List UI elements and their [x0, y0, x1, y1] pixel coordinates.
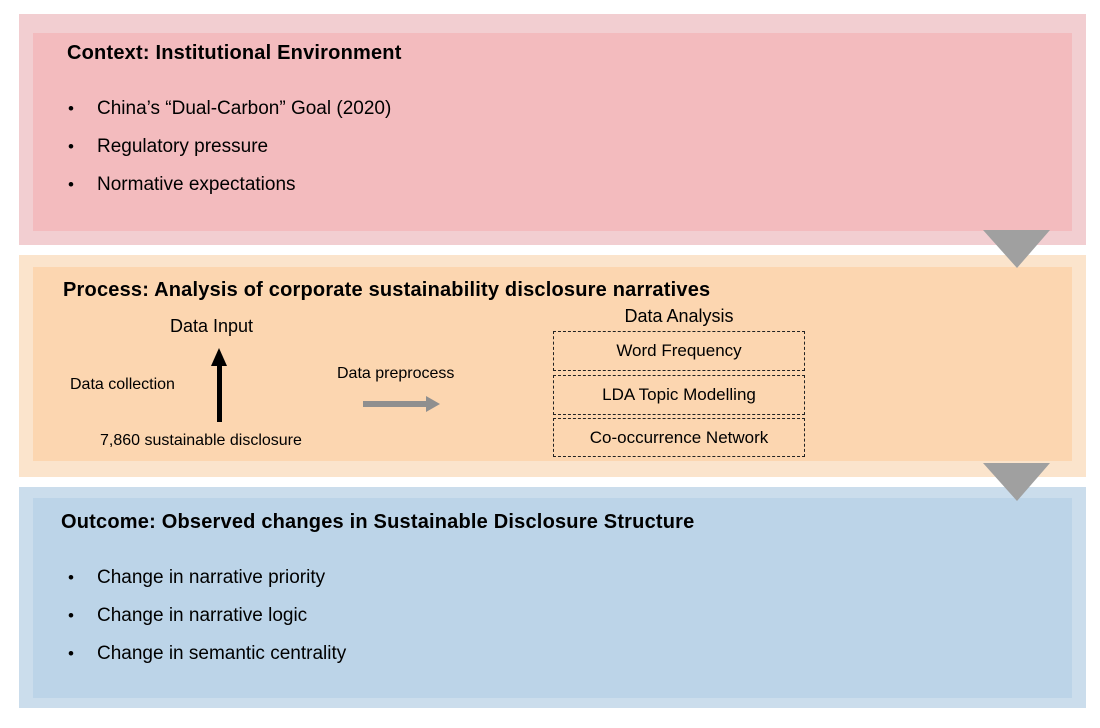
- analysis-method-co-occurrence-network: Co-occurrence Network: [553, 418, 805, 457]
- data-analysis-label: Data Analysis: [624, 306, 734, 326]
- right-arrow-head: [426, 396, 440, 412]
- up-arrow-shaft: [216, 365, 222, 422]
- outcome-bullet-narrative-priority: Change in narrative priority: [68, 567, 325, 589]
- process-panel-title: Process: Analysis of corporate sustainab…: [63, 279, 711, 301]
- down-triangle-icon: [983, 230, 1050, 268]
- source-count-label: 7,860 sustainable disclosure: [100, 432, 302, 449]
- outcome-panel-title: Outcome: Observed changes in Sustainable…: [61, 511, 695, 533]
- outcome-bullet-semantic-centrality: Change in semantic centrality: [68, 643, 346, 665]
- context-bullet-regulatory: Regulatory pressure: [68, 136, 268, 158]
- context-bullet-dual-carbon: China’s “Dual-Carbon” Goal (2020): [68, 98, 391, 120]
- analysis-method-word-frequency: Word Frequency: [553, 331, 805, 371]
- outcome-bullet-narrative-logic: Change in narrative logic: [68, 605, 307, 627]
- data-collection-label: Data collection: [70, 376, 175, 393]
- up-arrow-icon: [211, 348, 227, 422]
- data-input-label: Data Input: [170, 316, 254, 336]
- up-arrow-head: [211, 348, 227, 366]
- data-preprocess-label: Data preprocess: [337, 365, 455, 382]
- analysis-method-lda-topic-modelling: LDA Topic Modelling: [553, 375, 805, 415]
- context-bullet-normative: Normative expectations: [68, 174, 296, 196]
- down-triangle-icon: [983, 463, 1050, 501]
- context-panel-title: Context: Institutional Environment: [67, 42, 402, 64]
- right-arrow-shaft: [363, 401, 426, 407]
- right-arrow-icon: [363, 396, 440, 412]
- context-panel: [33, 33, 1072, 231]
- process-panel: [33, 267, 1072, 461]
